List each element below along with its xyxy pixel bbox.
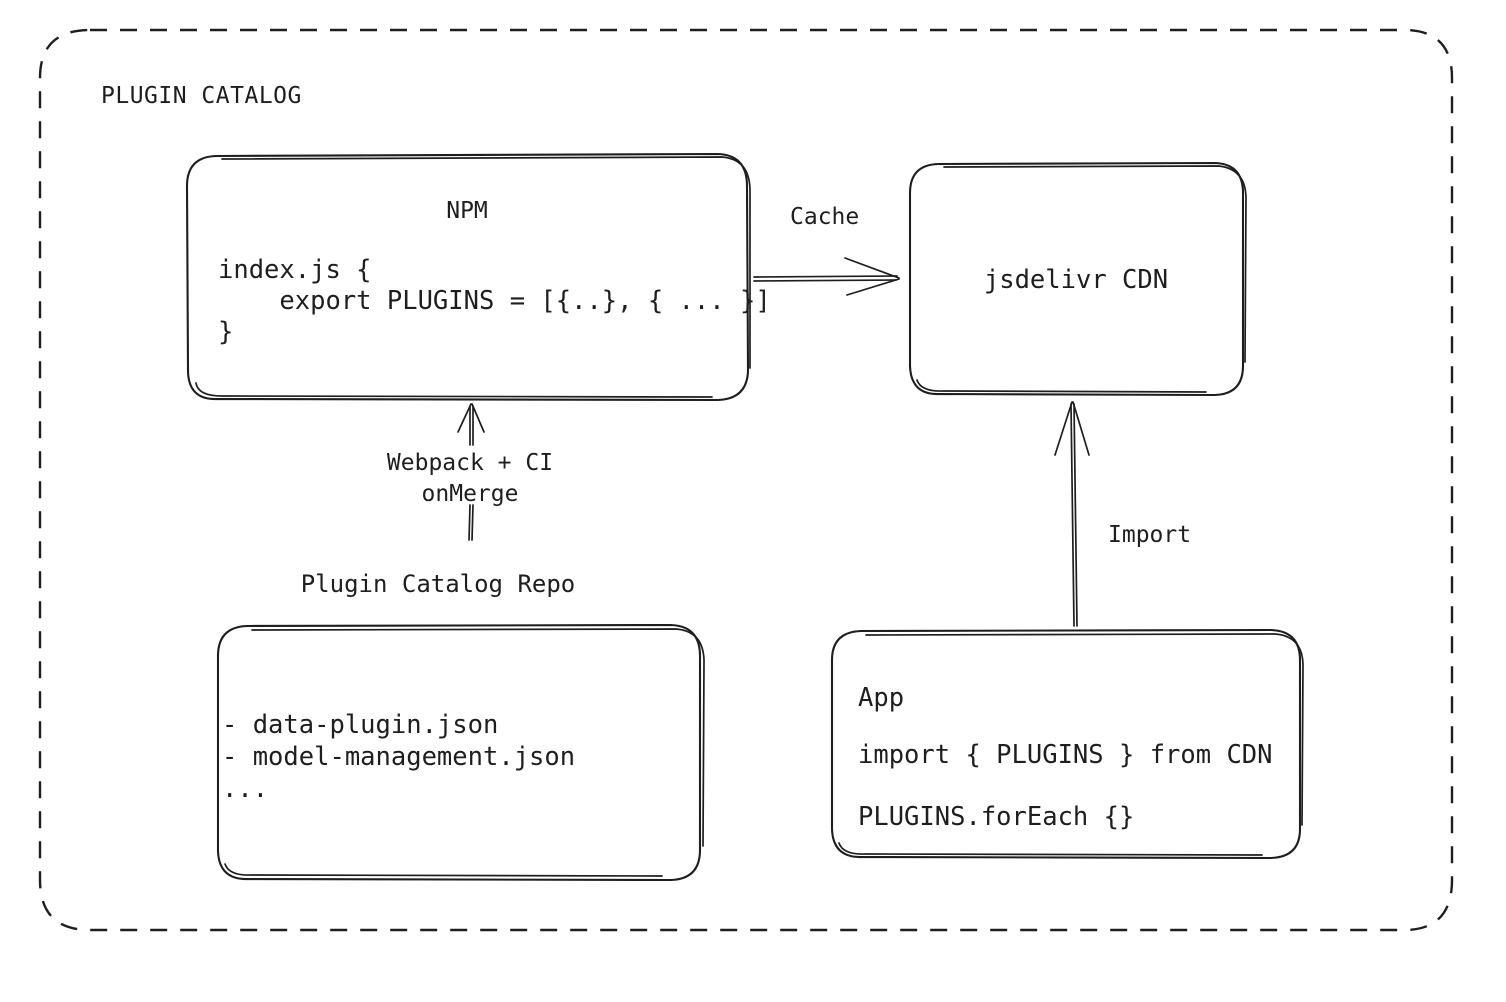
npm-code-line-3: } <box>218 317 233 347</box>
edge-cache-arrow <box>754 258 899 295</box>
npm-title: NPM <box>446 198 488 224</box>
npm-code-line-2: export PLUGINS = [{..}, { ... }] <box>218 286 771 316</box>
cdn-title: jsdelivr CDN <box>984 265 1168 295</box>
import-edge-label: Import <box>1108 522 1191 548</box>
group-title: PLUGIN CATALOG <box>101 83 302 109</box>
app-title: App <box>858 683 904 713</box>
repo-item-3: ... <box>222 774 268 804</box>
app-code-line-1: import { PLUGINS } from CDN <box>858 740 1273 770</box>
edge-import-arrow <box>1055 402 1089 626</box>
npm-code-line-1: index.js { <box>218 255 372 285</box>
app-code-line-2: PLUGINS.forEach {} <box>858 802 1134 832</box>
repo-caption: Plugin Catalog Repo <box>301 570 576 598</box>
repo-item-2: - model-management.json <box>222 742 575 772</box>
build-edge-label-line2: onMerge <box>422 481 519 507</box>
build-edge-label-line1: Webpack + CI <box>387 450 553 476</box>
cache-edge-label: Cache <box>790 204 859 230</box>
repo-item-1: - data-plugin.json <box>222 710 498 740</box>
